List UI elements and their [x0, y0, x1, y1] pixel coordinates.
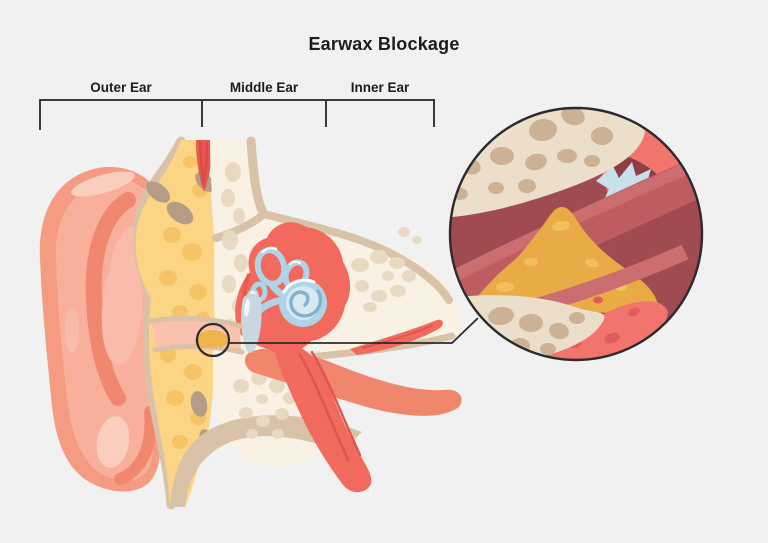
callout: [195, 317, 479, 358]
region-bracket: [39, 99, 435, 130]
label-inner-ear: Inner Ear: [350, 80, 410, 95]
fat-bone-blobs: [145, 172, 215, 447]
cochlea: [255, 278, 327, 327]
label-middle-ear: Middle Ear: [229, 80, 299, 95]
muscle-stripe: [196, 140, 212, 192]
label-outer-ear: Outer Ear: [90, 80, 152, 95]
bone-texture: [221, 162, 422, 439]
eardrum: [241, 293, 262, 353]
callout-connector-line: [229, 317, 479, 344]
earwax-in-canal: [194, 330, 229, 348]
magnified-area-circle: [195, 322, 231, 358]
inset-earwax-blockage: [448, 106, 704, 362]
page-title: Earwax Blockage: [308, 34, 460, 54]
inner-ear-structures: [241, 246, 327, 353]
inset-border-circle: [448, 106, 704, 362]
eustachian-tube: [244, 319, 462, 493]
